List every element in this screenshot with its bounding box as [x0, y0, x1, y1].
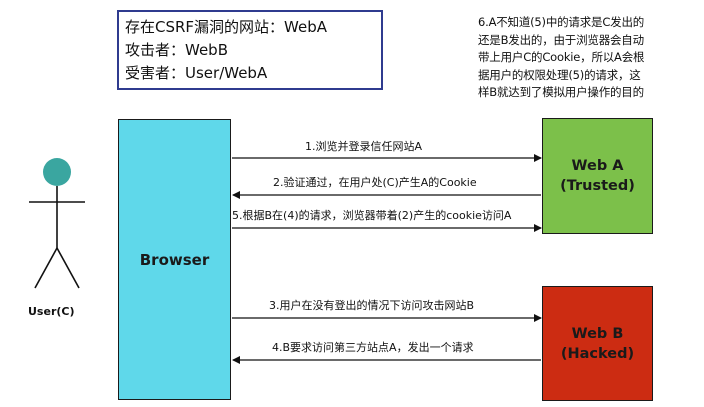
- note-line: 样B就达到了模拟用户操作的目的: [478, 85, 644, 99]
- user-stick-figure-icon: [29, 158, 85, 289]
- step-1-label: 1.浏览并登录信任网站A: [305, 140, 423, 153]
- note-line: 还是B发出的，由于浏览器会自动: [478, 32, 644, 47]
- web-b-box: Web B (Hacked): [542, 286, 653, 401]
- step-2-label: 2.验证通过，在用户处(C)产生A的Cookie: [273, 176, 477, 189]
- legend-victim: 受害者：User/WebA: [125, 64, 268, 82]
- legend-box: 存在CSRF漏洞的网站：WebA 攻击者：WebB 受害者：User/WebA: [117, 10, 383, 90]
- note-line: 据用户的权限处理(5)的请求，这: [478, 67, 641, 82]
- web-a-title: Web A: [571, 158, 624, 174]
- web-a-box: Web A (Trusted): [542, 118, 653, 234]
- user-label: User(C): [28, 305, 75, 318]
- step-5-label: 5.根据B在(4)的请求，浏览器带着(2)产生的cookie访问A: [232, 209, 512, 222]
- legend-vulnerable-site: 存在CSRF漏洞的网站：WebA: [125, 18, 328, 36]
- note-line: 带上用户C的Cookie，所以A会根: [478, 50, 645, 64]
- step-4-label: 4.B要求访问第三方站点A，发出一个请求: [272, 341, 474, 354]
- web-b-title: Web B: [571, 325, 624, 342]
- web-b-subtitle: (Hacked): [560, 345, 635, 362]
- web-a-subtitle: (Trusted): [560, 178, 635, 194]
- step-3-label: 3.用户在没有登出的情况下访问攻击网站B: [269, 299, 475, 312]
- legend-attacker: 攻击者：WebB: [125, 41, 228, 59]
- browser-box: Browser: [118, 119, 231, 400]
- browser-label: Browser: [139, 250, 210, 269]
- user-head: [43, 158, 71, 186]
- note-line: 6.A不知道(5)中的请求是C发出的: [478, 15, 645, 29]
- explanation-note: 6.A不知道(5)中的请求是C发出的 还是B发出的，由于浏览器会自动 带上用户C…: [478, 14, 688, 102]
